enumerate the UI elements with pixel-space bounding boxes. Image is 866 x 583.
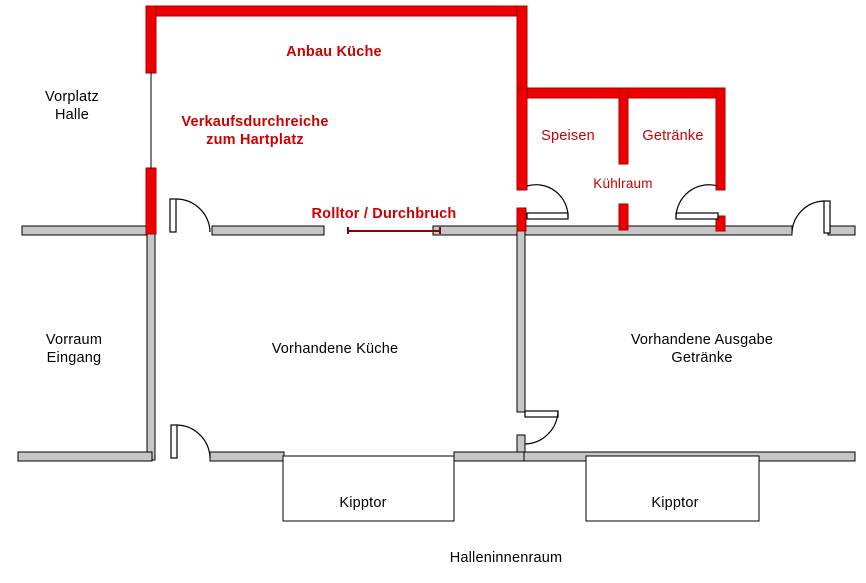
new-walls-group	[145, 5, 726, 235]
wall-new-left-lower	[145, 167, 157, 235]
label-verkaufsdurchreiche-line1: Verkaufsdurchreiche	[181, 114, 329, 130]
wall-new-getraenke-right	[715, 87, 726, 191]
wall-new-right	[516, 5, 528, 97]
wall-mid-left-b	[211, 225, 325, 236]
door-vorraum-halle	[170, 424, 211, 459]
door-ausgabe-right	[791, 200, 831, 234]
label-verkaufsdurchreiche: Verkaufsdurchreiche zum Hartplatz	[181, 114, 328, 149]
wall-vert-centre-upper	[516, 229, 526, 413]
label-vorhandene-kueche: Vorhandene Küche	[271, 341, 399, 357]
label-vorraum-eingang-line1: Vorraum	[45, 332, 103, 348]
label-getraenke: Getränke	[642, 128, 704, 144]
wall-mid-right-b	[827, 225, 856, 236]
label-kuehlraum: Kühlraum	[593, 176, 653, 191]
label-vorhandene-ausgabe-line1: Vorhandene Ausgabe	[630, 332, 774, 348]
wall-new-top	[145, 5, 528, 17]
wall-new-speisen-left	[516, 87, 528, 191]
door-getraenke	[675, 184, 719, 220]
wall-new-speisen-left-stub	[516, 207, 527, 232]
wall-mid-centre	[432, 225, 526, 236]
label-vorhandene-ausgabe-line2: Getränke	[671, 349, 733, 366]
label-kipptor-left: Kipptor	[339, 495, 387, 511]
label-halleninnenraum: Halleninnenraum	[449, 550, 563, 566]
wall-mid-right-a	[523, 225, 793, 236]
label-vorraum-eingang-line2: Eingang	[46, 349, 102, 366]
door-kueche-ausgabe-bottom	[524, 410, 559, 445]
wall-new-speisen-getraenke-divider	[618, 87, 629, 165]
label-speisen: Speisen	[541, 128, 595, 144]
wall-vert-left	[146, 229, 156, 461]
label-vorplatz-halle-line2: Halle	[54, 106, 90, 123]
doors-group	[169, 184, 831, 459]
wall-bottom-centre	[453, 451, 525, 462]
label-vorplatz-halle-line1: Vorplatz	[45, 89, 99, 105]
label-anbau-kueche: Anbau Küche	[286, 44, 382, 60]
kipptor-group	[282, 455, 760, 522]
wall-bottom-left-a	[17, 451, 153, 462]
label-vorraum-eingang: Vorraum Eingang	[46, 332, 102, 367]
label-verkaufsdurchreiche-line2: zum Hartplatz	[206, 131, 304, 148]
wall-new-left-upper	[145, 5, 157, 74]
kipptor-box-left	[282, 455, 455, 522]
opening-rolltor-durchbruch	[347, 227, 441, 234]
label-vorhandene-ausgabe-getraenke: Vorhandene Ausgabe Getränke	[631, 332, 773, 367]
label-rolltor-durchbruch: Rolltor / Durchbruch	[311, 206, 457, 222]
kipptor-box-right	[585, 455, 760, 522]
wall-new-getraenke-right-stub	[715, 215, 726, 232]
wall-new-kuehlraum-divider-stub	[618, 203, 629, 231]
door-vorraum-kueche-upper	[169, 198, 211, 233]
label-kipptor-right: Kipptor	[651, 495, 699, 511]
wall-mid-left-a	[21, 225, 151, 236]
door-speisen	[526, 184, 569, 220]
label-vorplatz-halle: Vorplatz Halle	[45, 89, 99, 124]
wall-bottom-left-b	[209, 451, 285, 462]
